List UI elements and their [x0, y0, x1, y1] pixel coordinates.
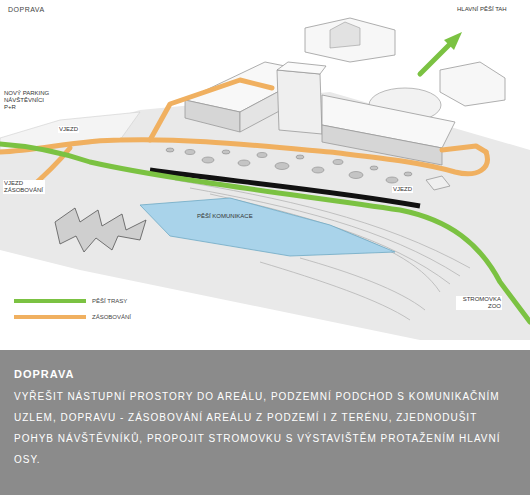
pavilion — [55, 208, 146, 252]
pedestrian-route — [0, 144, 530, 322]
plaza-dot — [404, 172, 412, 176]
plaza-dot — [238, 160, 250, 166]
page-title: DOPRAVA — [8, 6, 45, 13]
water-basin — [140, 198, 395, 256]
plaza-dot — [257, 153, 267, 158]
tower-top — [277, 62, 326, 74]
service-route — [150, 80, 272, 140]
plaza-dot — [166, 148, 174, 152]
map-label: VJEZD — [392, 186, 413, 193]
map-label: HLAVNÍ PĚŠÍ TAH — [456, 6, 508, 13]
panel-heading: DOPRAVA — [14, 368, 516, 380]
central-tower — [277, 70, 322, 134]
left-hall-front — [185, 100, 240, 132]
underpass-strip — [150, 170, 420, 206]
plaza-dot — [333, 160, 343, 165]
plaza-dot — [370, 166, 378, 170]
map-label: STROMOVKA ZOO — [456, 296, 502, 310]
info-panel: DOPRAVA VYŘEŠIT NÁSTUPNÍ PROSTORY DO AREÁ… — [0, 350, 530, 495]
panel-body: VYŘEŠIT NÁSTUPNÍ PROSTORY DO AREÁLU, POD… — [14, 386, 516, 470]
service-route — [442, 146, 486, 152]
legend-swatch — [14, 299, 86, 303]
legend-text: ZÁSOBOVÁNÍ — [92, 314, 131, 320]
map-label: VJEZD — [58, 126, 79, 133]
legend-swatch — [14, 315, 86, 319]
legend-entry: ZÁSOBOVÁNÍ — [14, 314, 131, 320]
plaza-dot — [296, 155, 304, 159]
background-building — [305, 18, 395, 62]
map-label: NOVÝ PARKING NÁVŠTĚVNÍCI P+R — [3, 90, 55, 111]
plaza-dot — [275, 163, 289, 170]
legend-text: PĚŠÍ TRASY — [92, 298, 127, 304]
pedestrian-routes — [0, 42, 530, 322]
background-building — [330, 22, 360, 48]
route-arrowhead — [444, 32, 462, 50]
ground-plane — [0, 92, 530, 340]
map-label: VJEZD ZÁSOBOVÁNÍ — [3, 180, 45, 194]
pedestrian-route — [420, 42, 452, 74]
background-building — [440, 62, 505, 106]
plaza-dot — [349, 172, 363, 179]
terrace-step — [300, 258, 425, 310]
plaza-dot — [222, 150, 230, 154]
site-illustration — [0, 0, 530, 350]
legend-entry: PĚŠÍ TRASY — [14, 298, 127, 304]
small-building — [426, 176, 450, 190]
plaza-dot — [386, 177, 398, 183]
plaza-dot — [312, 167, 324, 173]
plaza-dot — [202, 157, 214, 163]
plaza-dot — [185, 150, 195, 155]
service-routes — [0, 80, 487, 190]
terrace-step — [260, 262, 410, 320]
map-label: PĚŠÍ KOMUNIKACE — [196, 213, 254, 220]
